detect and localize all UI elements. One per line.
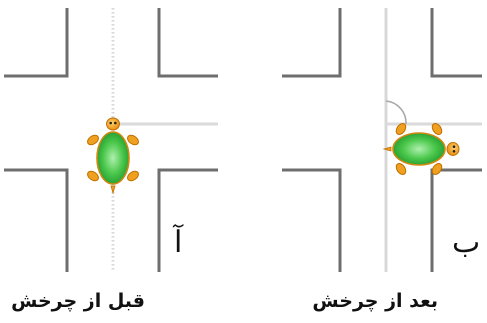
turtle-icon xyxy=(383,120,460,178)
panel-label-left: آ xyxy=(174,225,183,260)
right-road-edge-top-right xyxy=(430,8,482,78)
right-road-edge-bottom-left xyxy=(282,168,342,272)
right-road-edge-top-left xyxy=(282,8,342,78)
caption-left: قبل از چرخش xyxy=(11,290,145,312)
turtle-icon xyxy=(84,117,142,194)
left-road-edge-top-left xyxy=(4,8,69,78)
left-road-edge-top-right xyxy=(157,8,218,78)
left-road-edge-bottom-left xyxy=(4,168,69,272)
left-road-edge-bottom-right xyxy=(157,168,218,272)
panel-label-right: ب xyxy=(452,225,481,260)
right-intersection xyxy=(282,8,482,272)
rotation-arc-icon xyxy=(385,100,407,125)
caption-right: بعد از چرخش xyxy=(312,290,438,312)
